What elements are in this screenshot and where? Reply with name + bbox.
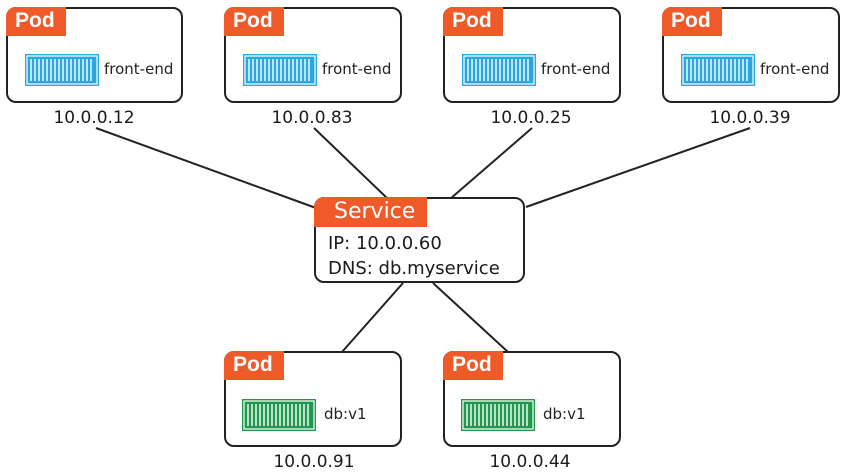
pod-ip-label: 10.0.0.25 <box>490 108 572 128</box>
shipping-container-icon <box>461 399 535 431</box>
shipping-container-icon <box>681 54 755 86</box>
pod-tag: Pod <box>224 351 284 380</box>
pod-tag: Pod <box>443 7 503 36</box>
container-label: db:v1 <box>543 405 586 423</box>
container-label: front-end <box>322 60 392 78</box>
shipping-container-icon <box>242 399 316 431</box>
shipping-container-icon <box>243 54 317 86</box>
service-dns: DNS: db.myservice <box>328 258 500 279</box>
frontend-pod-3[interactable]: Pod front-end <box>443 7 621 103</box>
pod-ip-label: 10.0.0.39 <box>709 108 791 128</box>
pod-ip-label: 10.0.0.91 <box>273 452 355 472</box>
db-pod-2[interactable]: Pod db:v1 <box>443 351 621 447</box>
connector-line <box>313 127 389 200</box>
frontend-pod-4[interactable]: Pod front-end <box>662 7 840 103</box>
pod-tag: Pod <box>224 7 284 36</box>
connector-line <box>525 127 751 208</box>
pod-ip-label: 10.0.0.12 <box>53 108 135 128</box>
container-label: front-end <box>104 60 174 78</box>
container-label: db:v1 <box>324 405 367 423</box>
connector-line <box>341 282 404 353</box>
db-pod-1[interactable]: Pod db:v1 <box>224 351 402 447</box>
container-label: front-end <box>541 60 611 78</box>
service-tag: Service <box>314 197 428 227</box>
shipping-container-icon <box>25 54 99 86</box>
pod-ip-label: 10.0.0.44 <box>489 452 571 472</box>
container-label: front-end <box>760 60 830 78</box>
connector-line <box>95 127 317 209</box>
pod-tag: Pod <box>443 351 503 380</box>
frontend-pod-2[interactable]: Pod front-end <box>224 7 402 103</box>
connector-line <box>449 127 533 200</box>
connector-line <box>432 282 509 353</box>
frontend-pod-1[interactable]: Pod front-end <box>6 7 183 103</box>
service-ip: IP: 10.0.0.60 <box>328 233 442 254</box>
pod-tag: Pod <box>6 7 66 36</box>
shipping-container-icon <box>462 54 536 86</box>
pod-tag: Pod <box>662 7 722 36</box>
service-box[interactable]: Service IP: 10.0.0.60 DNS: db.myservice <box>314 197 525 283</box>
pod-ip-label: 10.0.0.83 <box>271 108 353 128</box>
